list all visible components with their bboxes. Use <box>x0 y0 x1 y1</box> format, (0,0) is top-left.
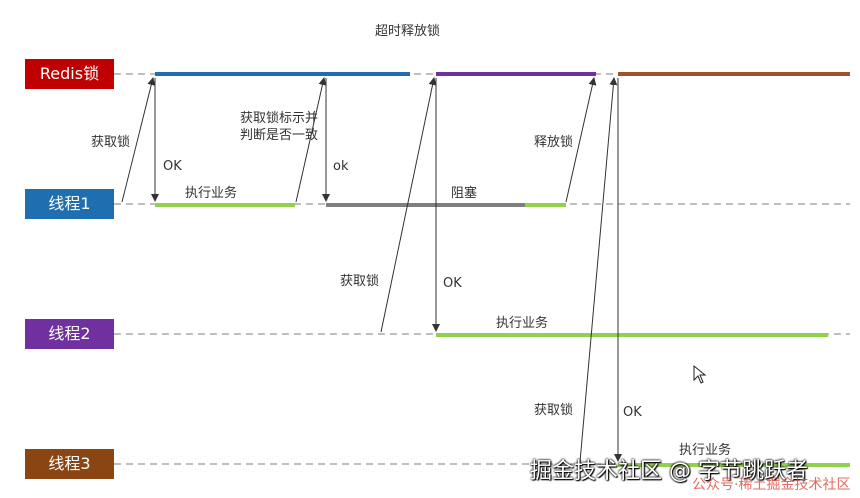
ok-t1-label: OK <box>163 159 182 174</box>
watermark-secondary: 公众号·稀土掘金技术社区 <box>692 477 851 493</box>
arrow-t1-check <box>295 77 327 203</box>
thread1-label: 线程1 <box>25 189 114 219</box>
ok-t3-label: OK <box>623 405 642 420</box>
redis-lock-label: Redis锁 <box>25 59 114 89</box>
arrow-t1-release <box>565 77 597 203</box>
acquire-lock-t1-label: 获取锁 <box>91 135 131 150</box>
acquire-lock-t3-label: 获取锁 <box>534 403 574 418</box>
thread2-label: 线程2 <box>25 319 114 349</box>
arrow-t3-acquire <box>579 77 618 463</box>
ok-t2-label: OK <box>443 276 462 291</box>
watermark-main: 掘金技术社区 @ 字节跳跃者 <box>530 459 808 484</box>
execute-t3-label: 执行业务 <box>679 443 732 458</box>
execute-t2-label: 执行业务 <box>496 316 549 331</box>
timeout-release-label: 超时释放锁 <box>375 24 441 39</box>
blocked-label: 阻塞 <box>451 186 478 201</box>
release-lock-label: 释放锁 <box>534 135 574 150</box>
arrow-t2-acquire <box>380 77 437 333</box>
check-flag-label: 获取锁标示并判断是否一致 <box>240 111 319 143</box>
ok-t1-second-label: ok <box>333 159 349 174</box>
execute-t1-label: 执行业务 <box>185 186 238 201</box>
thread3-label: 线程3 <box>25 449 114 479</box>
arrow-t1-acquire <box>121 77 156 203</box>
mouse-cursor-icon <box>693 364 707 384</box>
acquire-lock-t2-label: 获取锁 <box>340 274 380 289</box>
